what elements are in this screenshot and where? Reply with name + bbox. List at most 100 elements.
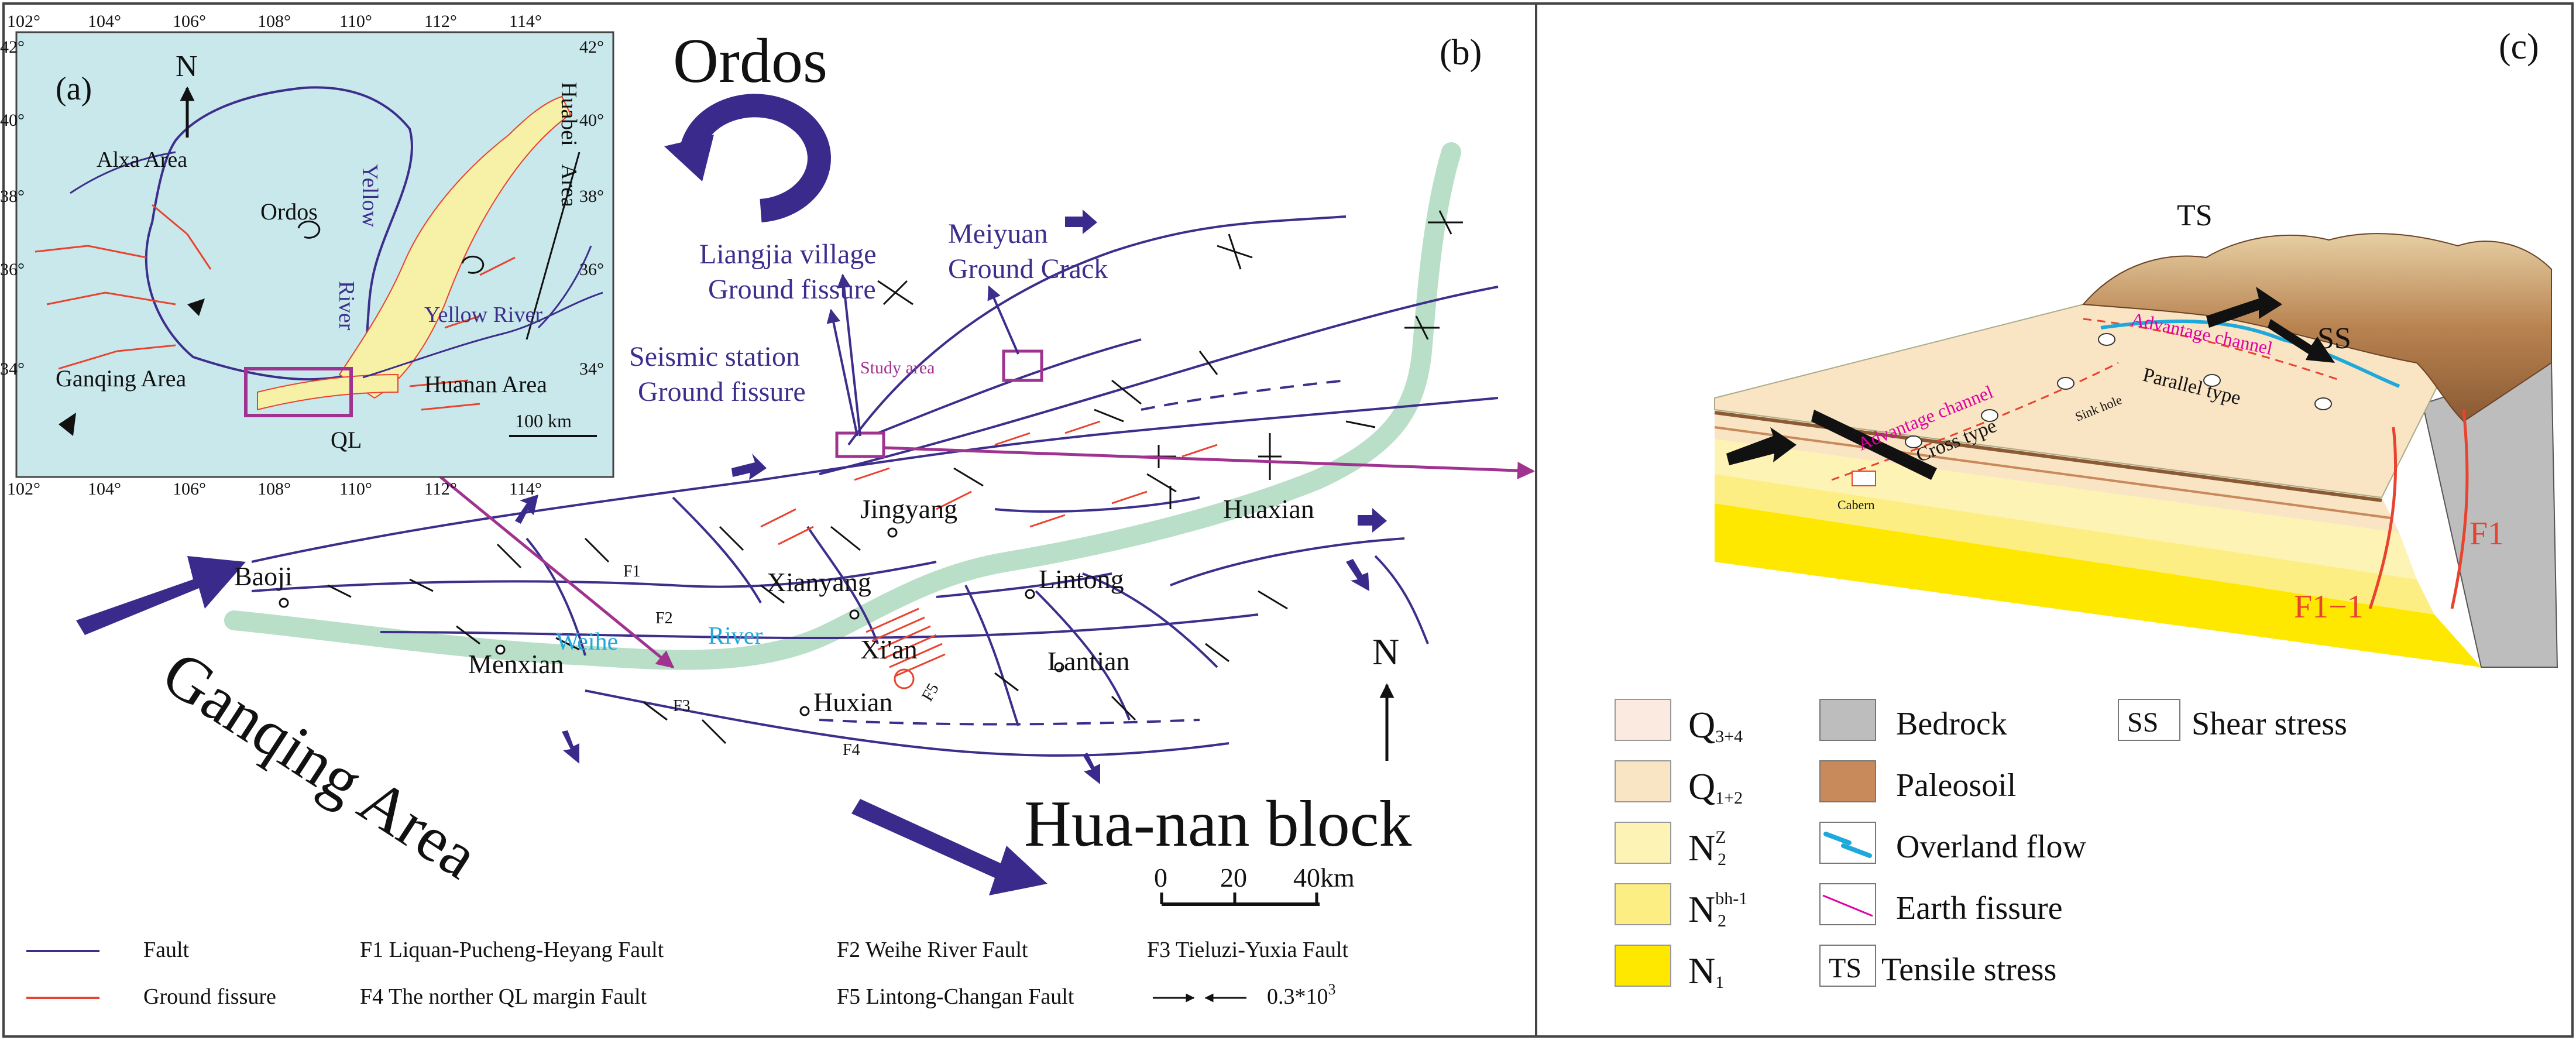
inset-ordos-rotation-icon <box>297 220 321 239</box>
legend-ss-box: SS <box>2127 707 2158 738</box>
inset-lon-ticks: 102° 104° 106° 108° 110° 112° 114° 102° … <box>7 12 542 499</box>
inset-dark-fault <box>525 152 581 340</box>
paleosoil-band-2 <box>1714 426 2391 519</box>
ql-study-box[interactable] <box>244 367 353 417</box>
label-cabern: Cabern <box>1837 497 1875 512</box>
city-xianyang: Xianyang <box>767 567 871 597</box>
svg-text:114°: 114° <box>509 12 542 31</box>
inset-north-letter: N <box>176 50 198 83</box>
svg-text:42°: 42° <box>579 37 604 57</box>
inset-bg <box>15 31 614 478</box>
svg-text:34°: 34° <box>0 359 25 379</box>
panel-c: (c) TS <box>1615 27 2558 992</box>
mountain-range <box>2082 233 2552 423</box>
svg-text:40°: 40° <box>579 111 604 130</box>
liangjia-label-1: Liangjia village <box>699 239 877 270</box>
study-area-link-arrow <box>883 446 1535 480</box>
regional-stress-arrows <box>76 210 1387 895</box>
liangjia-callout-arrow <box>837 273 861 437</box>
xian-center-marker <box>894 668 915 689</box>
inset-huabei: Huabei <box>557 82 581 146</box>
meiyuan-label-2: Ground Crack <box>948 253 1108 284</box>
seismic-label-2: Ground fissure <box>638 376 806 407</box>
legend-q34: Q3+4 <box>1688 704 1743 746</box>
overland-flow-line <box>2100 319 2400 388</box>
legend-fault: Fault <box>143 938 190 962</box>
weihe-label: Weihe <box>556 629 618 655</box>
legend-stress: 0.3*103 <box>1267 981 1336 1009</box>
inset-arrow-1 <box>59 413 76 436</box>
stress-ticks <box>327 210 1463 744</box>
overland-flow-icon <box>1823 832 1872 858</box>
label-f1: F1 <box>2469 516 2504 552</box>
small-arrow-2 <box>515 495 538 524</box>
svg-text:38°: 38° <box>0 187 25 206</box>
sink-holes <box>1905 333 2332 448</box>
advantage-channel-1 <box>1831 362 2119 481</box>
fault-label-f2: F2 <box>655 609 673 627</box>
qinling-belt <box>257 373 399 411</box>
huanan-escape-arrow <box>851 799 1047 895</box>
ordos-rotation-arrow <box>664 94 831 222</box>
panel-a-inset: 102° 104° 106° 108° 110° 112° 114° 102° … <box>0 12 614 499</box>
city-baoji: Baoji <box>234 561 293 591</box>
city-xian: Xi'an <box>860 634 918 664</box>
fault-label-f3: F3 <box>673 697 691 715</box>
cavern-box <box>1852 471 1876 486</box>
panel-b-legend: Fault Ground fissure F1 Liquan-Pucheng-H… <box>26 938 1349 1009</box>
legend-f1: F1 Liquan-Pucheng-Heyang Fault <box>360 938 664 962</box>
label-f1-1: F1−1 <box>2294 589 2364 625</box>
small-arrow-3 <box>562 730 579 764</box>
svg-text:106°: 106° <box>173 479 206 499</box>
ordos-title: Ordos <box>673 26 827 96</box>
yellow-rift-belt <box>338 95 572 399</box>
study-area-label: Study area <box>860 358 935 377</box>
inset-scale-label: 100 km <box>515 410 572 431</box>
fault-lines <box>251 215 1499 757</box>
legend-ground-fissure: Ground fissure <box>143 984 276 1009</box>
city-lintong: Lintong <box>1039 564 1124 594</box>
legend-paleosoil: Paleosoil <box>1896 767 2016 804</box>
fault-label-f1: F1 <box>623 562 641 581</box>
ordos-outline <box>145 86 413 381</box>
svg-text:110°: 110° <box>339 12 372 31</box>
ss-arrow <box>2268 319 2335 363</box>
stratum-q12 <box>1715 410 2399 533</box>
inset-yellow: Yellow <box>358 164 382 228</box>
inset-yellow-river <box>362 291 603 379</box>
study-area-box-meiyuan[interactable] <box>1002 349 1043 382</box>
inset-boundary-2 <box>537 245 592 329</box>
huanan-block-label: Hua-nan block <box>1024 788 1411 860</box>
shear-arrow-left <box>1811 410 1937 480</box>
city-markers <box>279 527 1064 716</box>
inset-yellow-river: Yellow River <box>424 303 542 327</box>
inset-ql: QL <box>331 427 362 453</box>
svg-text:108°: 108° <box>257 479 291 499</box>
inset-area: Area <box>557 164 581 207</box>
stratum-n2bh <box>1715 474 2434 615</box>
svg-text:42°: 42° <box>0 37 25 57</box>
svg-text:110°: 110° <box>339 479 372 499</box>
scale-40: 40km <box>1293 863 1355 893</box>
svg-text:108°: 108° <box>257 12 291 31</box>
legend-shear: Shear stress <box>2192 706 2347 742</box>
inset-river: River <box>334 281 359 331</box>
small-arrow-4 <box>1346 559 1369 591</box>
scale-0: 0 <box>1154 863 1167 893</box>
small-arrow-7 <box>1358 508 1387 533</box>
stratum-n2z <box>1715 439 2417 579</box>
scale-20: 20 <box>1220 863 1247 893</box>
svg-text:36°: 36° <box>579 260 604 279</box>
svg-text:112°: 112° <box>424 12 457 31</box>
city-lantian: Lantian <box>1047 646 1130 676</box>
svg-text:102°: 102° <box>7 479 40 499</box>
ground-fissures <box>760 420 1218 677</box>
seismic-label-1: Seismic station <box>629 341 800 372</box>
inset-huanan: Huanan Area <box>424 371 547 397</box>
inset-arrow-2 <box>187 298 205 316</box>
small-arrow-6 <box>1083 753 1100 784</box>
legend-f2: F2 Weihe River Fault <box>837 938 1028 962</box>
